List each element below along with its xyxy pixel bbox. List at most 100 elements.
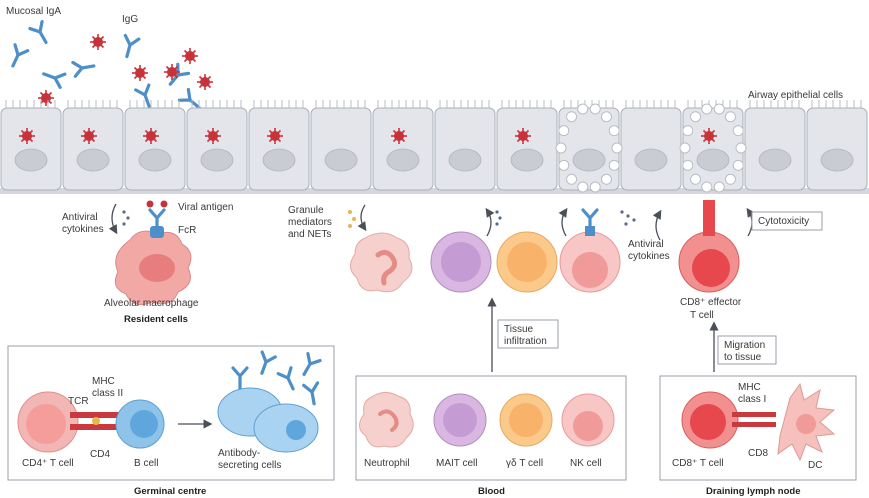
gd-nucleus	[507, 242, 547, 282]
antiviral-cytokines-label: Antiviral	[62, 212, 98, 223]
virus-icon	[89, 33, 107, 51]
virus-icon	[131, 64, 149, 82]
bcell-label: B cell	[134, 458, 158, 469]
dc-label: DC	[808, 460, 822, 471]
plasma-cell-nucleus	[286, 420, 306, 440]
apoptotic-bleb	[558, 159, 570, 171]
migration-label-2: to tissue	[724, 352, 762, 363]
blood-label: Blood	[478, 486, 505, 497]
igg-label: IgG	[122, 14, 138, 25]
cd8-label: CD8	[748, 448, 768, 459]
epithelial-nucleus	[386, 148, 420, 172]
epithelial-nucleus	[758, 148, 792, 172]
apoptotic-bleb	[735, 142, 747, 154]
iga-antibody-icon	[39, 65, 67, 89]
apoptotic-bleb	[732, 159, 744, 171]
bcell-nucleus	[130, 410, 158, 438]
apoptotic-bleb	[690, 111, 702, 123]
epithelial-nucleus	[324, 148, 358, 172]
apoptotic-bleb	[566, 111, 578, 123]
cd4-label: CD4	[90, 449, 110, 460]
viral-antigen-icon	[160, 200, 168, 208]
apoptotic-bleb	[679, 142, 691, 154]
apoptotic-bleb	[713, 103, 725, 115]
mait-arrow	[485, 207, 495, 237]
granule-label-2: mediators	[288, 217, 332, 228]
mhc1-label-2: class I	[738, 394, 766, 405]
apoptotic-bleb	[566, 173, 578, 185]
epithelial-nucleus	[634, 148, 668, 172]
cd8-effector-group: Cytotoxicity CD8⁺ effector T cell	[678, 200, 823, 321]
mucosal-iga-label: Mucosal IgA	[6, 6, 61, 17]
epithelial-nucleus	[262, 148, 296, 172]
virus-icon	[181, 47, 199, 65]
epithelial-nucleus	[14, 148, 48, 172]
gd-arrow	[558, 207, 568, 237]
apoptotic-bleb	[682, 125, 694, 137]
free-antibodies	[4, 19, 214, 115]
mhc1-label-1: MHC	[738, 382, 761, 393]
epithelial-nucleus	[572, 148, 606, 172]
epithelial-nucleus	[696, 148, 730, 172]
viral-antigen-label: Viral antigen	[178, 202, 233, 213]
peptide-icon	[92, 417, 100, 425]
apoptotic-bleb	[589, 103, 601, 115]
apoptotic-bleb	[608, 125, 620, 137]
apoptotic-bleb	[577, 103, 589, 115]
igg-antibody-icon	[134, 83, 158, 111]
airway-epithelium	[0, 100, 869, 194]
virus-icon	[37, 89, 55, 107]
tcr-bar-icon	[70, 412, 122, 418]
cytokine-mid-arrow	[652, 209, 662, 241]
tissue-infiltration-label-1: Tissue	[504, 324, 534, 335]
effector-tcr-icon	[703, 200, 715, 236]
basement-membrane	[0, 188, 869, 194]
antiviral-cytokines-label-2: cytokines	[62, 224, 104, 235]
cd8-tcell-label: CD8⁺ T cell	[672, 458, 724, 469]
iga-antibody-icon	[28, 19, 54, 48]
gd-blood-nucleus	[509, 403, 543, 437]
germinal-centre-label: Germinal centre	[134, 486, 206, 497]
apoptotic-bleb	[724, 173, 736, 185]
mait-label: MAIT cell	[436, 458, 478, 469]
antiviral-mid-label-2: cytokines	[628, 251, 670, 262]
apoptotic-bleb	[682, 159, 694, 171]
migration-label-1: Migration	[724, 340, 765, 351]
granule-arrow	[357, 204, 367, 232]
fcr-label: FcR	[178, 225, 196, 236]
apoptotic-bleb	[589, 181, 601, 193]
neutrophil-nucleus	[375, 249, 398, 286]
neutrophil-label: Neutrophil	[364, 458, 410, 469]
fcr-icon	[150, 226, 164, 238]
lymph-node-panel: MHC class I CD8⁺ T cell CD8 DC Draining …	[659, 375, 857, 497]
virus-icon	[196, 73, 214, 91]
granule-label-3: and NETs	[288, 229, 331, 240]
cd8-effector-nucleus	[692, 249, 730, 287]
tissue-infiltration-label-2: infiltration	[504, 336, 547, 347]
mait-blood-nucleus	[443, 403, 477, 437]
iga-antibody-icon	[4, 43, 30, 71]
cd8-effector-label-1: CD8⁺ effector	[680, 297, 742, 308]
resident-cells-label: Resident cells	[124, 314, 188, 325]
dc-nucleus	[796, 414, 816, 434]
cd8-tcell-nucleus	[690, 404, 726, 440]
cytotoxicity-box	[751, 211, 823, 231]
apoptotic-bleb	[600, 111, 612, 123]
apoptotic-bleb	[600, 173, 612, 185]
iga-antibody-icon	[71, 57, 97, 78]
apoptotic-bleb	[555, 142, 567, 154]
cytotoxicity-label: Cytotoxicity	[758, 216, 809, 227]
neutrophil-blood-icon	[359, 392, 414, 448]
mhc2-label-1: MHC	[92, 376, 115, 387]
tissue-infiltration-box	[497, 319, 559, 349]
mhc-bar-icon	[70, 424, 122, 430]
epithelial-nucleus	[510, 148, 544, 172]
apoptotic-bleb	[713, 181, 725, 193]
alveolar-macrophage-label: Alveolar macrophage	[104, 298, 199, 309]
nk-nucleus	[572, 252, 608, 288]
viral-antigen-icon	[146, 200, 154, 208]
cd8-effector-label-2: T cell	[690, 310, 714, 321]
apoptotic-bleb	[577, 181, 589, 193]
